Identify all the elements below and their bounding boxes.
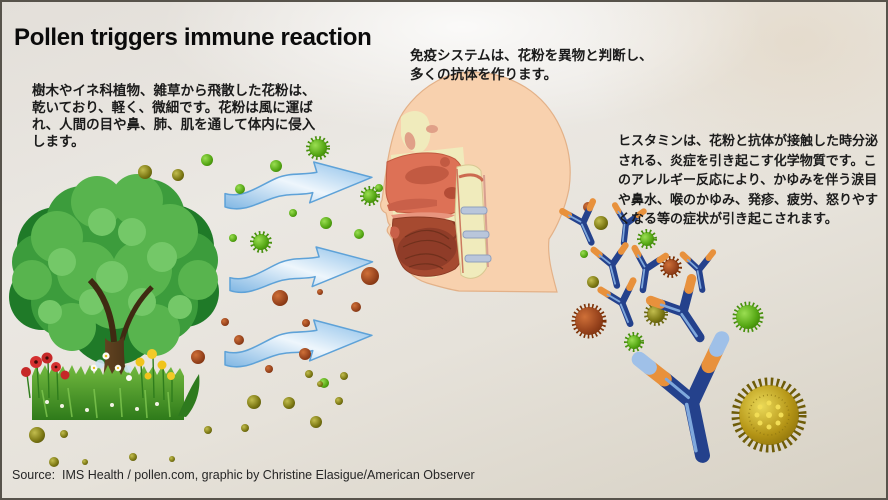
wind-arrow-3 — [224, 319, 373, 368]
pollen-particles — [29, 136, 807, 467]
fern-leaf — [178, 374, 200, 417]
tree-canopy — [9, 174, 219, 365]
caption-histamine: ヒスタミンは、花粉と抗体が接触した時分泌 される、炎症を引き起こす化学物質です。… — [618, 133, 879, 226]
caption-immune-response: 免疫システムは、花粉を異物と判断し、 多くの抗体を作ります。 — [410, 47, 653, 82]
throat-spine — [454, 164, 492, 279]
tree-illustration — [9, 174, 219, 420]
antibody — [594, 245, 631, 288]
head-illustration — [380, 71, 571, 293]
source-credit: Source: IMS Health / pollen.com, graphic… — [12, 468, 475, 482]
pollen-olive — [29, 165, 668, 467]
poppy-flowers — [21, 352, 70, 380]
page-title: Pollen triggers immune reaction — [14, 24, 372, 52]
daisy-flowers — [45, 352, 159, 412]
antibodies — [562, 201, 730, 463]
pollen-green-spiky — [250, 136, 764, 352]
dandelion-flowers — [135, 349, 175, 380]
nasal-cavity — [385, 152, 467, 222]
large-antibody — [631, 331, 730, 463]
mouth-tongue — [390, 216, 467, 277]
wind-arrows — [224, 161, 374, 368]
wind-arrow-1 — [224, 161, 373, 210]
pollen-green — [201, 154, 588, 388]
pollen-large-yellow — [731, 377, 807, 453]
antibody — [601, 281, 644, 329]
pollen-rust — [191, 202, 682, 373]
caption-pollen-dispersal: 樹木やイネ科植物、雑草から飛散した花粉は、 乾いており、軽く、微細です。花粉は風… — [32, 82, 316, 150]
wind-arrow-2 — [229, 246, 374, 294]
flowers — [21, 349, 175, 412]
